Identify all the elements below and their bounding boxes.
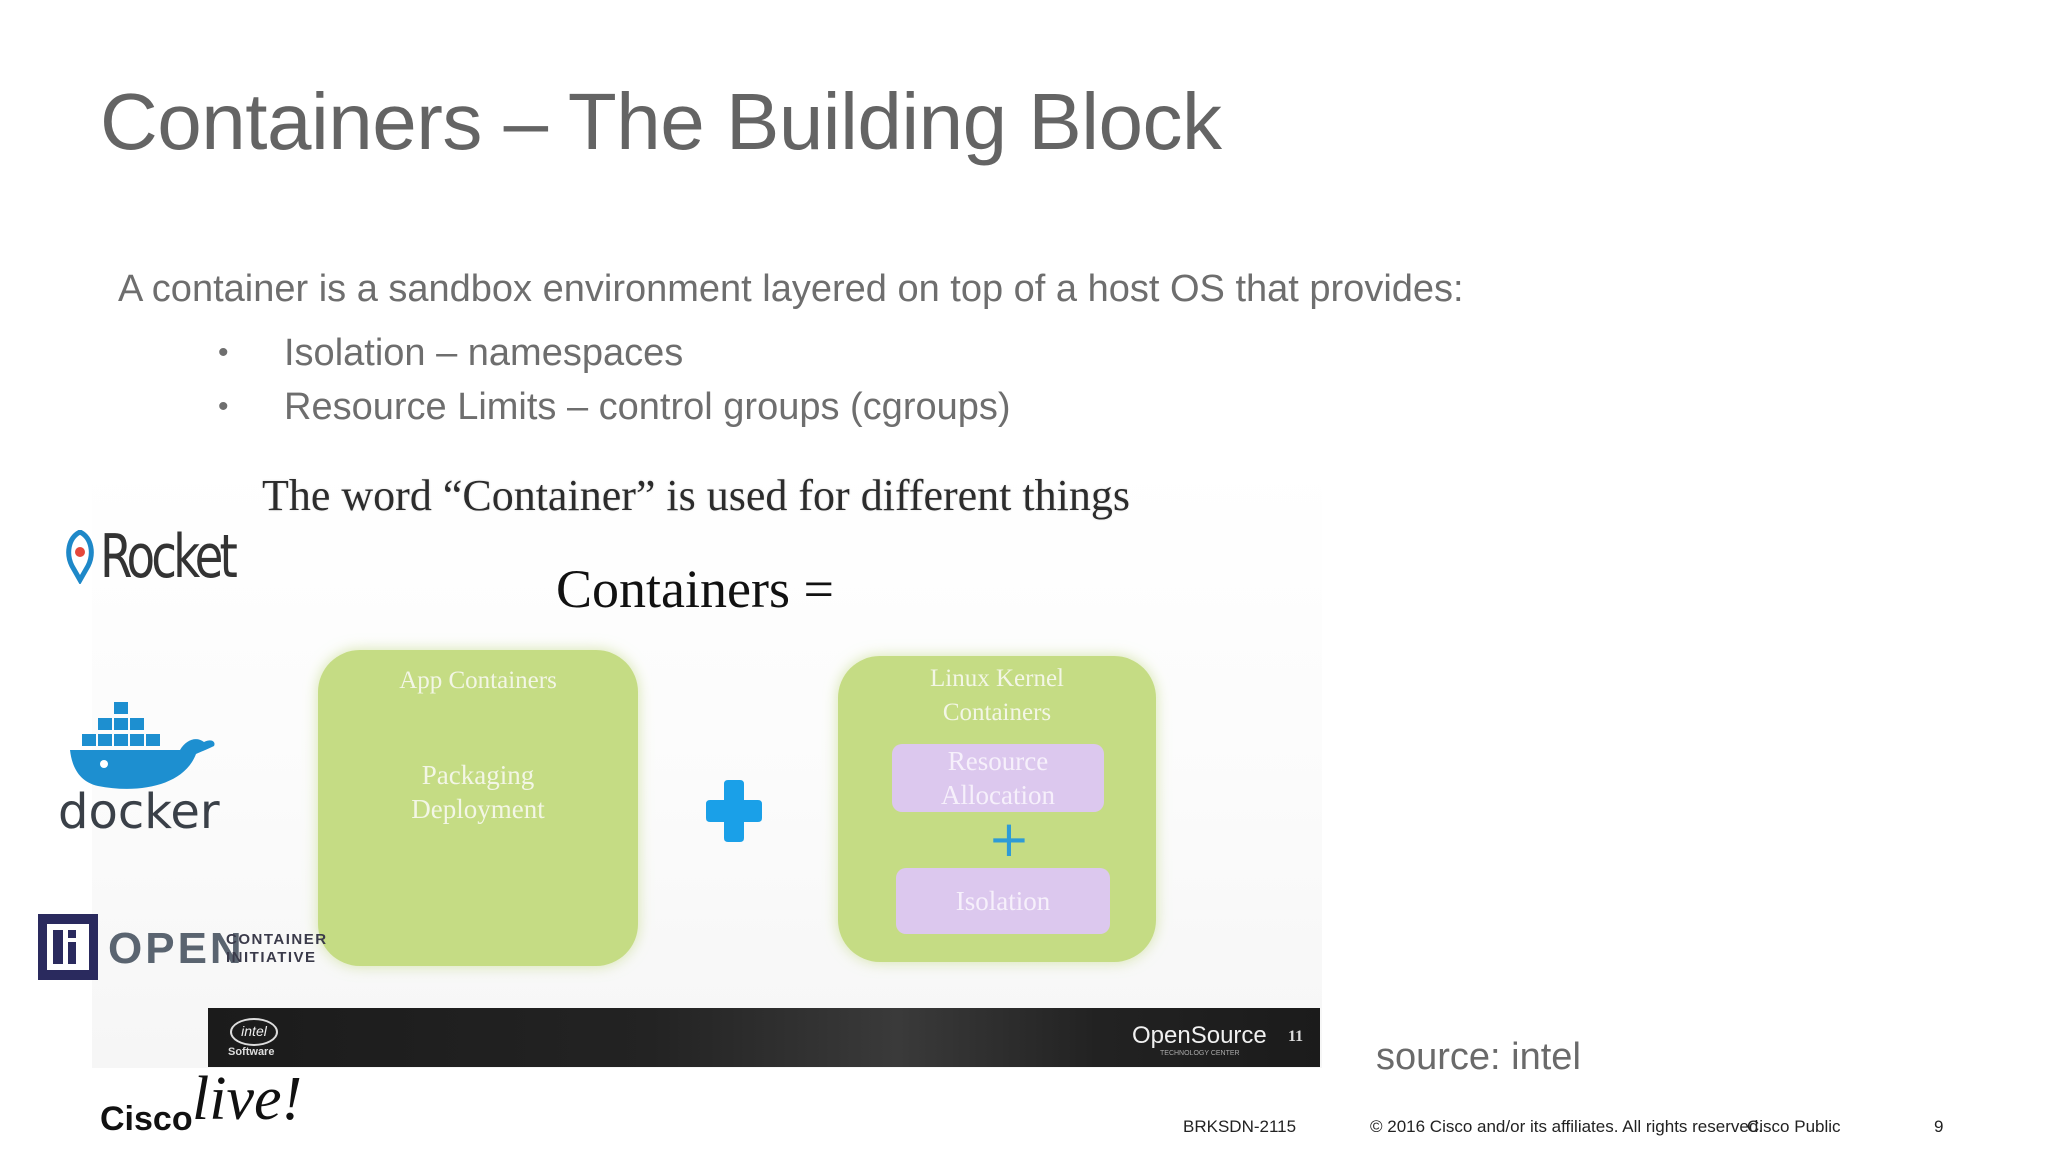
intro-text: A container is a sandbox environment lay… <box>118 268 1464 310</box>
intel-software-label: Software <box>228 1046 275 1058</box>
page-number: 9 <box>1934 1117 1944 1136</box>
opensource-sub: TECHNOLOGY CENTER <box>1160 1050 1240 1057</box>
bullet-list: • Isolation – namespaces • Resource Limi… <box>218 326 1011 434</box>
embedded-page-number: 11 <box>1288 1028 1304 1045</box>
resource-label: Resource <box>947 746 1049 776</box>
docker-logo-text: docker <box>58 784 220 840</box>
oci-container-text: CONTAINER <box>226 931 328 948</box>
kernel-title-line2: Containers <box>942 699 1052 726</box>
slide-title: Containers – The Building Block <box>100 77 1222 166</box>
intel-footer-bar: intel Software OpenSource TECHNOLOGY CEN… <box>208 1008 1320 1067</box>
bullet-text: Isolation – namespaces <box>284 332 684 374</box>
oci-initiative-text: INITIATIVE <box>226 949 317 966</box>
rocket-logo-text: Rocket <box>100 522 238 592</box>
opensource-logo: OpenSource <box>1132 1022 1267 1049</box>
session-code: BRKSDN-2115 <box>1183 1117 1297 1136</box>
plus-cross-icon <box>706 780 762 842</box>
plus-small-icon: + <box>988 810 1030 868</box>
resource-allocation-box: Resource Allocation <box>892 744 1104 812</box>
containers-equation: Containers = <box>556 559 834 619</box>
isolation-label: Isolation <box>955 886 1051 916</box>
docker-whale-icon <box>70 702 215 789</box>
app-containers-title: App Containers <box>399 667 557 694</box>
bullet-text: Resource Limits – control groups (cgroup… <box>284 386 1011 428</box>
rocket-logo-icon <box>66 530 94 584</box>
app-containers-box: App Containers Packaging Deployment <box>318 650 638 966</box>
isolation-box: Isolation <box>896 868 1110 934</box>
kernel-title-line1: Linux Kernel <box>930 665 1064 692</box>
live-brand-text: live! <box>192 1065 303 1133</box>
source-label: source: intel <box>1376 1036 1581 1078</box>
app-packaging-label: Packaging <box>421 760 535 790</box>
classification-label: Cisco Public <box>1747 1117 1841 1136</box>
cisco-brand-text: Cisco <box>100 1100 193 1138</box>
copyright-text: © 2016 Cisco and/or its affiliates. All … <box>1370 1117 1764 1136</box>
oci-logo-icon <box>38 914 98 980</box>
bullet-dot: • <box>218 336 229 369</box>
oci-open-text: OPEN <box>108 924 245 973</box>
app-deployment-label: Deployment <box>411 794 545 824</box>
embedded-slide-heading: The word “Container” is used for differe… <box>262 471 1130 520</box>
intel-logo: intel <box>230 1018 278 1046</box>
bullet-dot: • <box>218 390 229 423</box>
bullet-item: • Resource Limits – control groups (cgro… <box>218 380 1011 434</box>
allocation-label: Allocation <box>941 780 1055 810</box>
bullet-item: • Isolation – namespaces <box>218 326 1011 380</box>
